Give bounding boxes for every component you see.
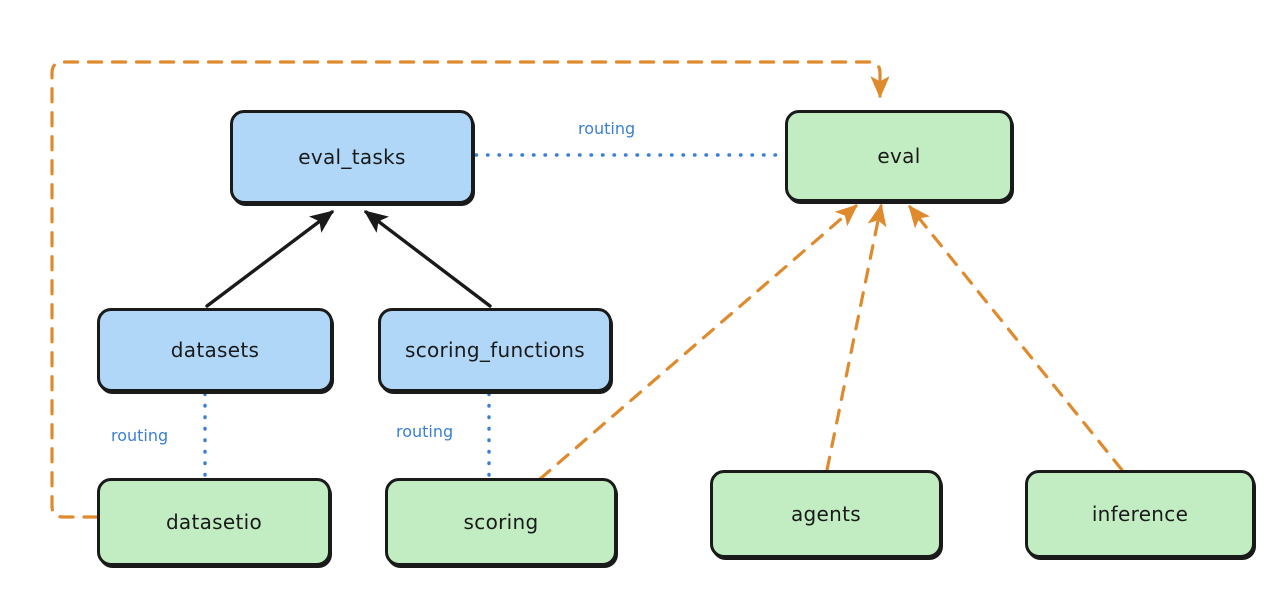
node-inference[interactable]: inference [1025,470,1255,558]
node-scoring[interactable]: scoring [385,478,617,566]
node-datasets[interactable]: datasets [97,308,333,392]
node-label: inference [1091,502,1189,526]
node-label: datasetio [165,510,263,534]
edge-inference-to-eval [908,205,1124,472]
edge-label-routing-eval-tasks-eval: routing [578,119,636,138]
edge-datasetio-to-eval [50,60,890,519]
edge-label-routing-scoring-functions-scoring: routing [396,422,454,441]
node-agents[interactable]: agents [710,470,942,558]
node-eval[interactable]: eval [785,110,1013,202]
edge-scoring-functions-to-eval-tasks [363,210,492,308]
edge-label-routing-datasets-datasetio: routing [111,426,169,445]
node-label: scoring [463,510,539,534]
node-label: agents [791,502,861,526]
node-label: scoring_functions [404,338,586,362]
node-label: eval [877,144,921,168]
node-eval-tasks[interactable]: eval_tasks [230,110,474,204]
node-scoring-functions[interactable]: scoring_functions [378,308,612,392]
node-datasetio[interactable]: datasetio [97,478,331,566]
node-label: datasets [170,338,260,362]
edge-scoring-to-eval [538,204,858,481]
edge-agents-to-eval [825,203,887,472]
edge-datasets-to-eval-tasks [205,210,335,308]
node-label: eval_tasks [298,145,406,169]
